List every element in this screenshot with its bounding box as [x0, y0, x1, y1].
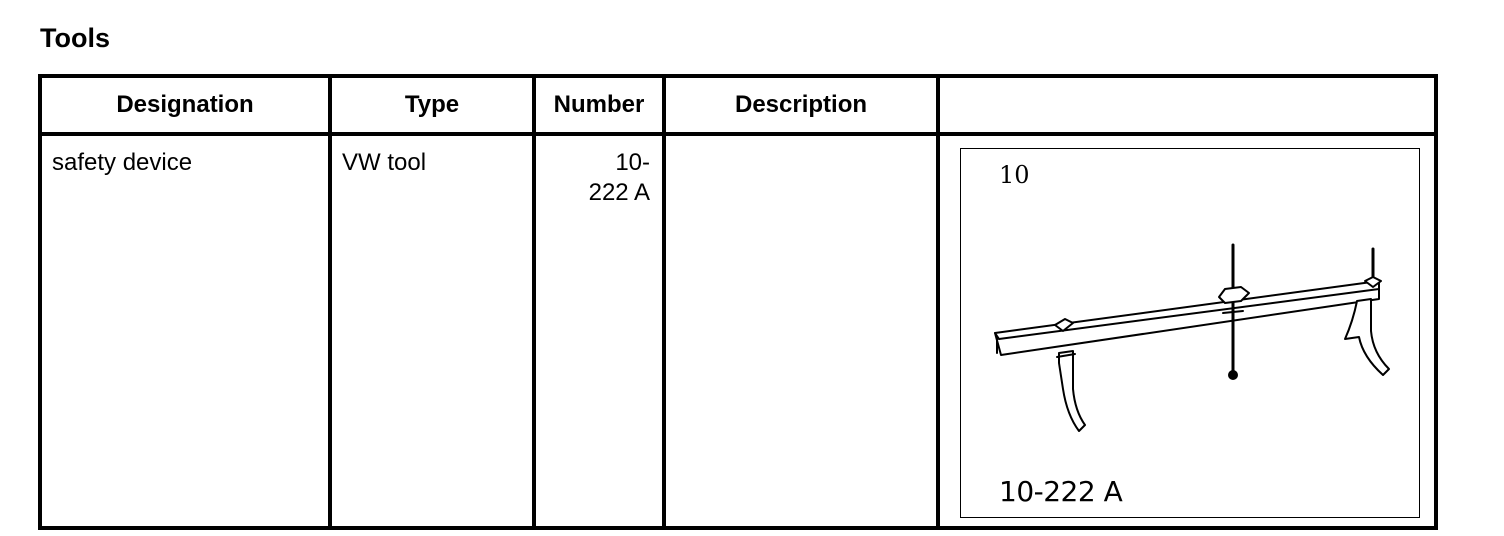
- header-number: Number: [553, 91, 645, 118]
- cell-type: VW tool: [342, 149, 427, 176]
- safety-device-bar-drawing-icon: [994, 243, 1390, 432]
- cell-designation: safety device: [52, 149, 193, 176]
- header-divider: [42, 132, 1434, 136]
- column-divider: [662, 78, 666, 526]
- column-divider: [532, 78, 536, 526]
- column-divider: [936, 78, 940, 526]
- cell-number-line2: 222 A: [588, 179, 650, 206]
- header-illustration: [940, 78, 1434, 132]
- header-type: Type: [404, 91, 460, 118]
- cell-number-line1: 10-: [615, 149, 650, 176]
- cell-number: 10- 222 A: [536, 148, 650, 208]
- illustration-tool-label: 10-222 A: [999, 475, 1123, 508]
- page-title: Tools: [40, 23, 110, 53]
- tool-illustration: 10: [960, 148, 1420, 518]
- tools-table: Designation Type Number Description safe…: [38, 74, 1438, 530]
- header-designation: Designation: [116, 91, 254, 118]
- column-divider: [328, 78, 332, 526]
- header-description: Description: [734, 91, 868, 118]
- illustration-group-label: 10: [999, 161, 1030, 189]
